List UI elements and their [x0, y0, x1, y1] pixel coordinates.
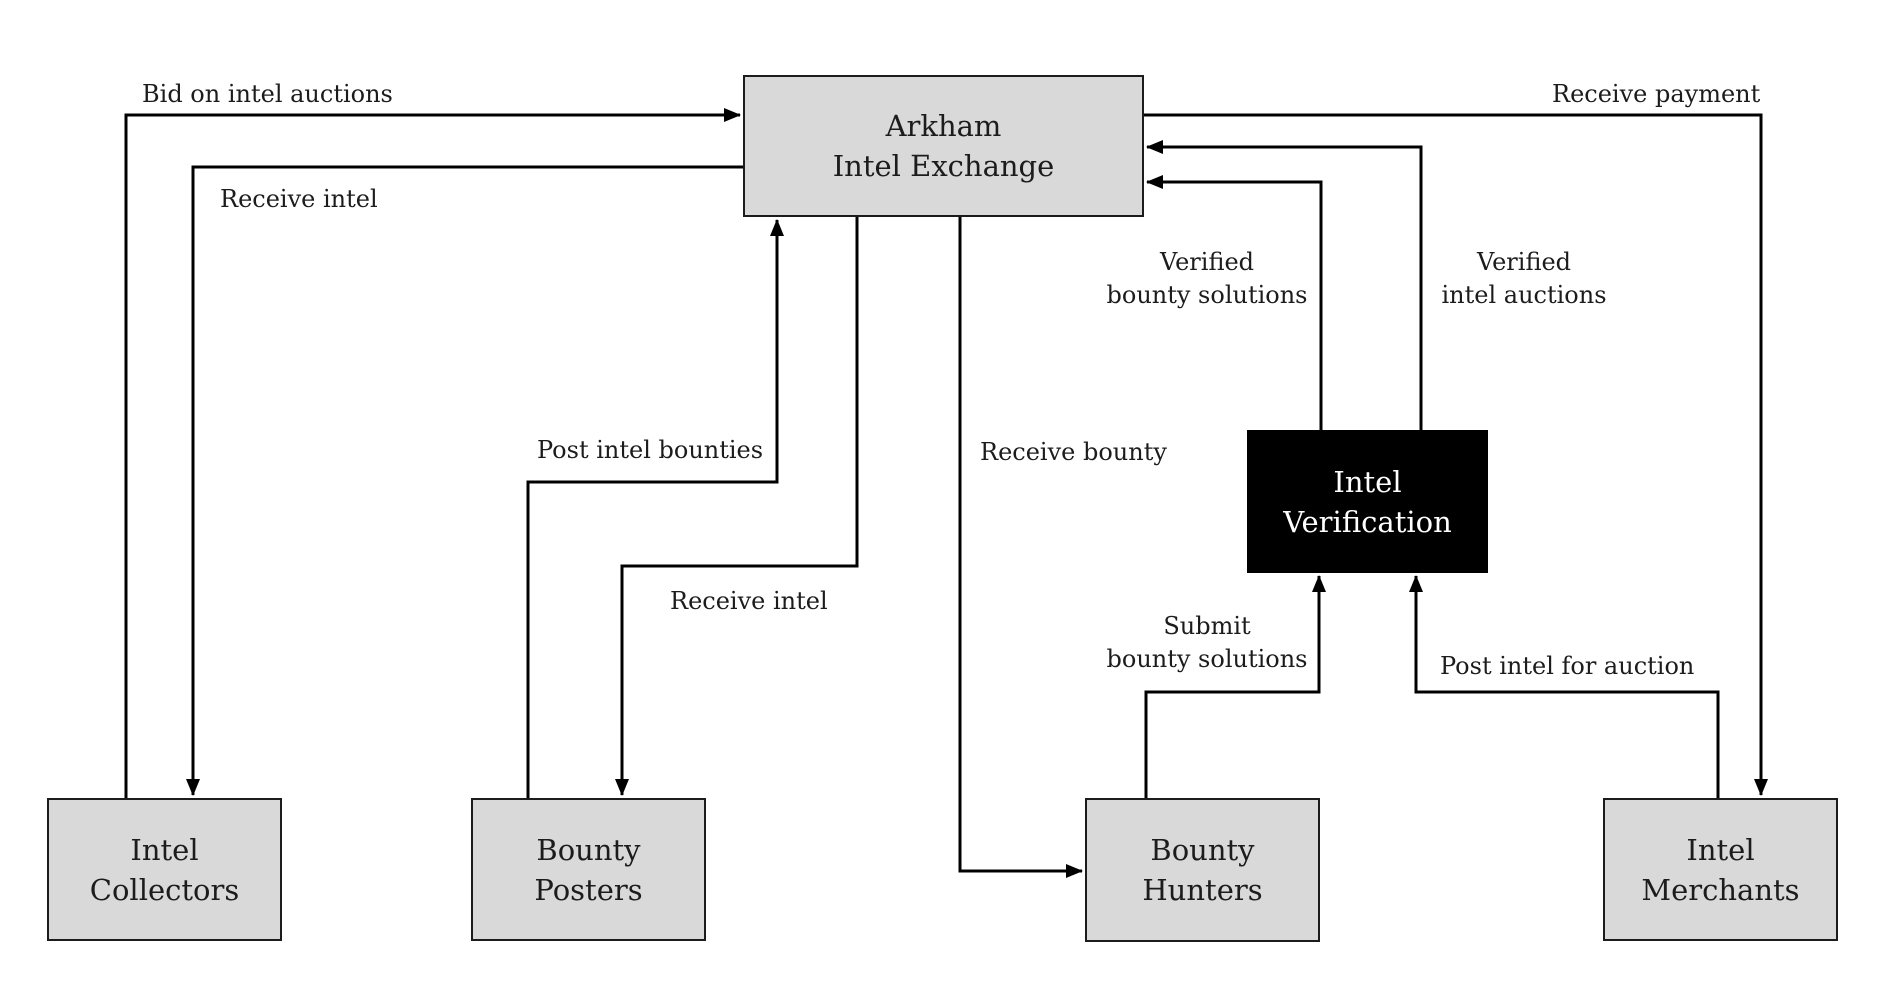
- edge-receive-intel-posters: [615, 217, 859, 796]
- node-bounty-posters-line2: Posters: [534, 872, 643, 907]
- node-bounty-posters: Bounty Posters: [471, 798, 706, 941]
- edge-label-submit-bounty-solutions-line1: Submit: [1163, 612, 1251, 640]
- edge-verified-bounty-solutions: [1146, 175, 1323, 430]
- edge-submit-bounty-solutions: [1144, 575, 1326, 798]
- edge-label-submit-bounty-solutions-line2: bounty solutions: [1106, 645, 1308, 673]
- edge-label-receive-payment: Receive payment: [1552, 80, 1761, 108]
- edge-label-receive-intel-collectors: Receive intel: [220, 185, 378, 213]
- node-arkham-intel-exchange: Arkham Intel Exchange: [743, 75, 1144, 217]
- node-bounty-hunters: Bounty Hunters: [1085, 798, 1320, 942]
- edge-label-post-intel-bounties: Post intel bounties: [537, 436, 764, 464]
- edge-label-post-intel-for-auction: Post intel for auction: [1440, 652, 1695, 680]
- node-intel-merchants: Intel Merchants: [1603, 798, 1838, 941]
- edge-bid-on-intel-auctions: [124, 108, 741, 798]
- edge-label-submit-bounty-solutions: Submit bounty solutions: [1100, 610, 1314, 676]
- node-bounty-posters-line1: Bounty: [536, 832, 641, 867]
- node-intel-verification-line2: Verification: [1283, 504, 1452, 539]
- node-arkham-intel-exchange-line2: Intel Exchange: [832, 149, 1055, 183]
- node-intel-collectors: Intel Collectors: [47, 798, 282, 941]
- edge-post-intel-bounties: [526, 219, 784, 798]
- edge-label-verified-intel-auctions: Verified intel auctions: [1417, 246, 1631, 312]
- edge-label-bid-on-intel-auctions: Bid on intel auctions: [142, 80, 393, 108]
- edge-label-verified-intel-auctions-line1: Verified: [1476, 248, 1572, 276]
- node-bounty-hunters-line2: Hunters: [1142, 873, 1263, 907]
- edge-label-receive-intel-posters: Receive intel: [670, 587, 828, 615]
- edge-verified-intel-auctions: [1146, 140, 1423, 430]
- node-intel-collectors-line1: Intel: [130, 832, 199, 867]
- node-intel-collectors-line2: Collectors: [89, 872, 240, 907]
- edge-receive-intel-collectors: [186, 165, 743, 796]
- node-intel-verification: Intel Verification: [1247, 430, 1488, 573]
- edge-label-verified-bounty-solutions-line1: Verified: [1159, 248, 1255, 276]
- edge-post-intel-for-auction: [1409, 575, 1720, 798]
- edge-receive-payment: [1144, 113, 1768, 796]
- edge-receive-bounty: [958, 217, 1083, 878]
- node-intel-merchants-line2: Merchants: [1641, 872, 1800, 907]
- edge-label-verified-bounty-solutions: Verified bounty solutions: [1100, 246, 1314, 312]
- edge-label-verified-bounty-solutions-line2: bounty solutions: [1106, 281, 1308, 309]
- edge-label-verified-intel-auctions-line2: intel auctions: [1441, 281, 1607, 309]
- node-bounty-hunters-line1: Bounty: [1150, 833, 1255, 867]
- node-arkham-intel-exchange-line1: Arkham: [885, 109, 1002, 143]
- node-intel-merchants-line1: Intel: [1686, 832, 1755, 867]
- edge-label-receive-bounty: Receive bounty: [980, 438, 1167, 466]
- node-intel-verification-line1: Intel: [1333, 464, 1402, 499]
